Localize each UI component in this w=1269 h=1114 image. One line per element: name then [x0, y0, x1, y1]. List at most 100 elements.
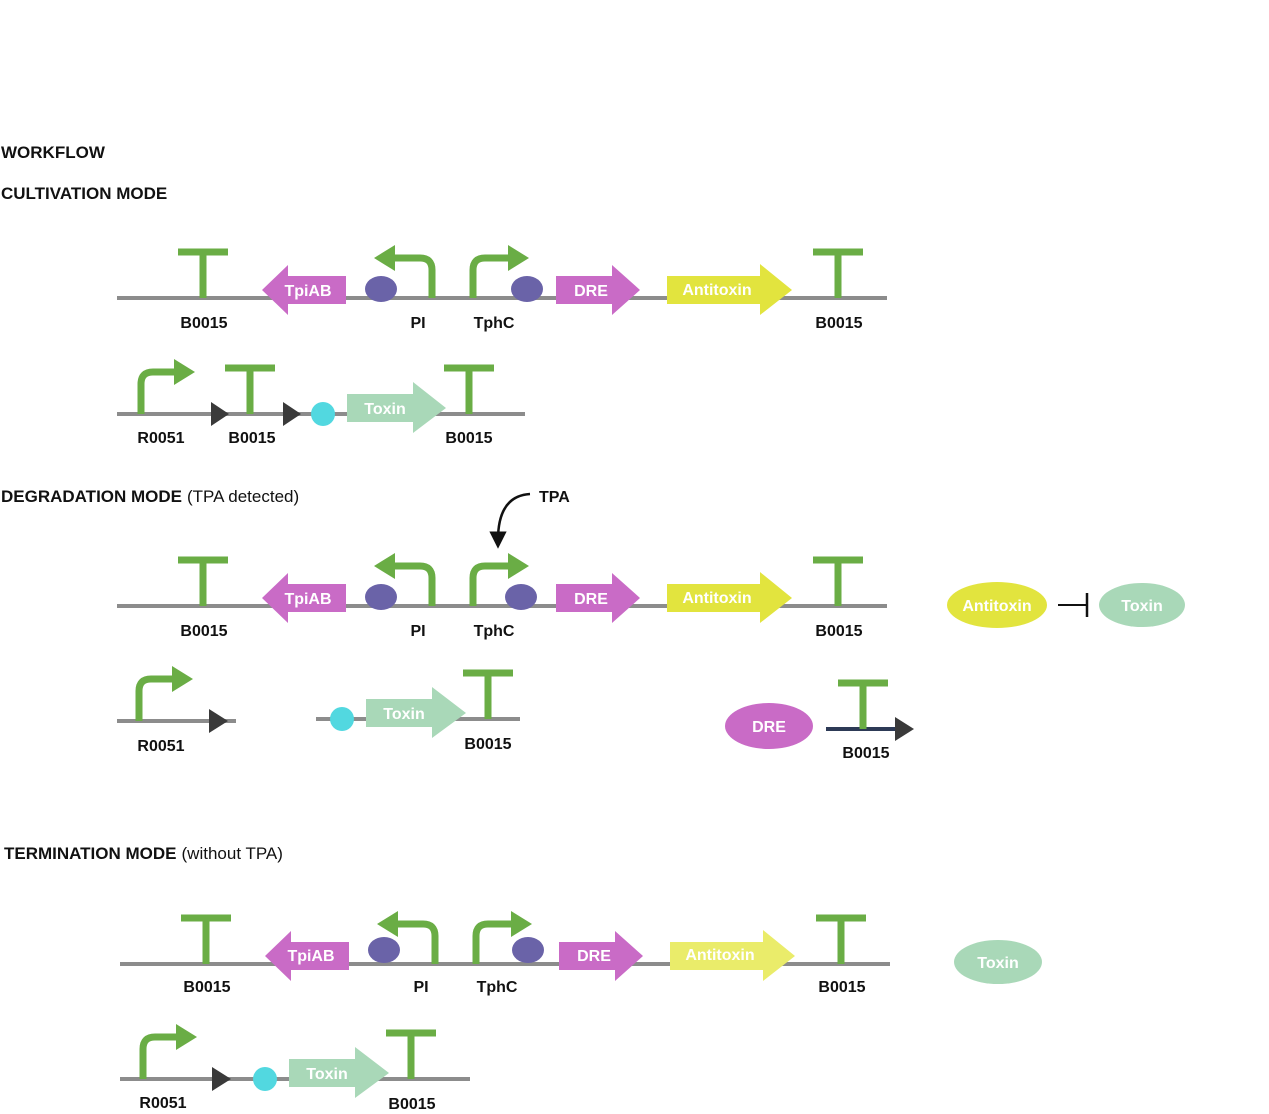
antitoxin-gene-arrow	[667, 572, 792, 623]
rbs-icon	[311, 402, 335, 426]
toxin-protein	[954, 940, 1042, 984]
tpiab-label: TpiAB	[287, 948, 334, 965]
terminator-label: B0015	[228, 430, 275, 447]
rbs-icon	[365, 584, 397, 610]
promoter-pi-icon	[374, 553, 436, 606]
dre-gene-arrow	[559, 931, 643, 981]
antitoxin-label: Antitoxin	[682, 282, 751, 299]
dre-gene-arrow	[556, 265, 640, 315]
marker-triangle-icon	[283, 402, 301, 426]
tpiab-gene-arrow	[262, 573, 346, 623]
dre-label: DRE	[577, 948, 611, 965]
terminator-label: B0015	[445, 430, 492, 447]
termination-construct-2: R0051 Toxin B0015	[120, 1024, 470, 1113]
dre-protein-label: DRE	[752, 719, 786, 736]
rbs-icon	[511, 276, 543, 302]
antitoxin-inhibits-toxin: Antitoxin Toxin	[947, 582, 1185, 628]
rbs-icon	[365, 276, 397, 302]
rbs-icon	[253, 1067, 277, 1091]
degradation-construct-2: R0051 Toxin B0015	[117, 666, 520, 755]
cultivation-construct-2: R0051 B0015 Toxin B0015	[117, 359, 525, 447]
terminator-icon	[178, 556, 228, 606]
terminator-label: B0015	[815, 315, 862, 332]
dre-protein	[725, 703, 813, 749]
terminator-icon	[816, 914, 866, 964]
rbs-icon	[368, 937, 400, 963]
terminator-icon	[386, 1029, 436, 1079]
tpiab-gene-arrow	[265, 931, 349, 981]
terminator-icon	[444, 364, 494, 414]
pi-label: PI	[413, 979, 428, 996]
dre-excision: DRE B0015	[725, 679, 914, 762]
terminator-icon	[463, 669, 513, 719]
terminator-label: B0015	[815, 623, 862, 640]
terminator-icon	[225, 364, 275, 414]
workflow-title: WORKFLOW	[1, 143, 106, 162]
promoter-tphc-icon	[469, 245, 529, 298]
antitoxin-gene-arrow	[667, 264, 792, 315]
terminator-icon	[813, 248, 863, 298]
toxin-label: Toxin	[306, 1066, 347, 1083]
terminator-label: B0015	[183, 979, 230, 996]
promoter-pi-icon	[374, 245, 436, 298]
dre-label: DRE	[574, 283, 608, 300]
toxin-label: Toxin	[364, 401, 405, 418]
tpiab-label: TpiAB	[284, 591, 331, 608]
rbs-icon	[330, 707, 354, 731]
promoter-tphc-icon	[472, 911, 532, 964]
tpa-label: TPA	[539, 489, 570, 506]
dre-gene-arrow	[556, 573, 640, 623]
degradation-mode-title: DEGRADATION MODE(TPA detected)	[1, 487, 299, 506]
toxin-gene-arrow	[347, 382, 446, 433]
marker-triangle-icon	[895, 717, 914, 741]
r0051-label: R0051	[137, 738, 184, 755]
toxin-gene-arrow	[366, 687, 466, 738]
tpa-arrow-icon	[489, 492, 531, 549]
cultivation-mode-title: CULTIVATION MODE	[1, 184, 167, 203]
termination-mode-title: TERMINATION MODE(without TPA)	[4, 844, 283, 863]
r0051-label: R0051	[137, 430, 184, 447]
cultivation-construct-1: B0015 TpiAB PI TphC DRE Antitoxin B0015	[117, 245, 887, 332]
terminator-label: B0015	[818, 979, 865, 996]
toxin-protein-label: Toxin	[1121, 598, 1162, 615]
terminator-icon	[838, 679, 888, 729]
r0051-label: R0051	[139, 1095, 186, 1112]
promoter-pi-icon	[377, 911, 439, 964]
tphc-label: TphC	[474, 315, 515, 332]
terminator-icon	[813, 556, 863, 606]
tpiab-gene-arrow	[262, 265, 346, 315]
marker-triangle-icon	[212, 1067, 231, 1091]
antitoxin-protein-label: Antitoxin	[962, 598, 1031, 615]
terminator-icon	[181, 914, 231, 964]
antitoxin-protein	[947, 582, 1047, 628]
terminator-label: B0015	[842, 745, 889, 762]
terminator-label: B0015	[388, 1096, 435, 1113]
termination-construct-1: B0015 TpiAB PI TphC DRE Antitoxin B0015	[120, 911, 890, 996]
antitoxin-label: Antitoxin	[682, 590, 751, 607]
marker-triangle-icon	[211, 402, 229, 426]
promoter-r0051-icon	[135, 666, 193, 721]
terminator-icon	[178, 248, 228, 298]
degradation-construct-1: B0015 TpiAB PI TphC DRE Antitoxin B0015	[117, 553, 887, 640]
antitoxin-gene-arrow	[670, 930, 795, 981]
marker-triangle-icon	[209, 709, 228, 733]
tpiab-label: TpiAB	[284, 283, 331, 300]
toxin-label: Toxin	[383, 706, 424, 723]
tphc-label: TphC	[474, 623, 515, 640]
free-toxin: Toxin	[954, 940, 1042, 984]
promoter-tphc-icon	[469, 553, 529, 606]
rbs-icon	[512, 937, 544, 963]
dre-label: DRE	[574, 591, 608, 608]
tpa-inducer: TPA	[489, 489, 570, 549]
terminator-label: B0015	[464, 736, 511, 753]
terminator-label: B0015	[180, 623, 227, 640]
pi-label: PI	[410, 315, 425, 332]
pi-label: PI	[410, 623, 425, 640]
tphc-label: TphC	[477, 979, 518, 996]
rbs-icon	[505, 584, 537, 610]
toxin-protein-label: Toxin	[977, 955, 1018, 972]
antitoxin-label: Antitoxin	[685, 947, 754, 964]
terminator-label: B0015	[180, 315, 227, 332]
toxin-gene-arrow	[289, 1047, 389, 1098]
